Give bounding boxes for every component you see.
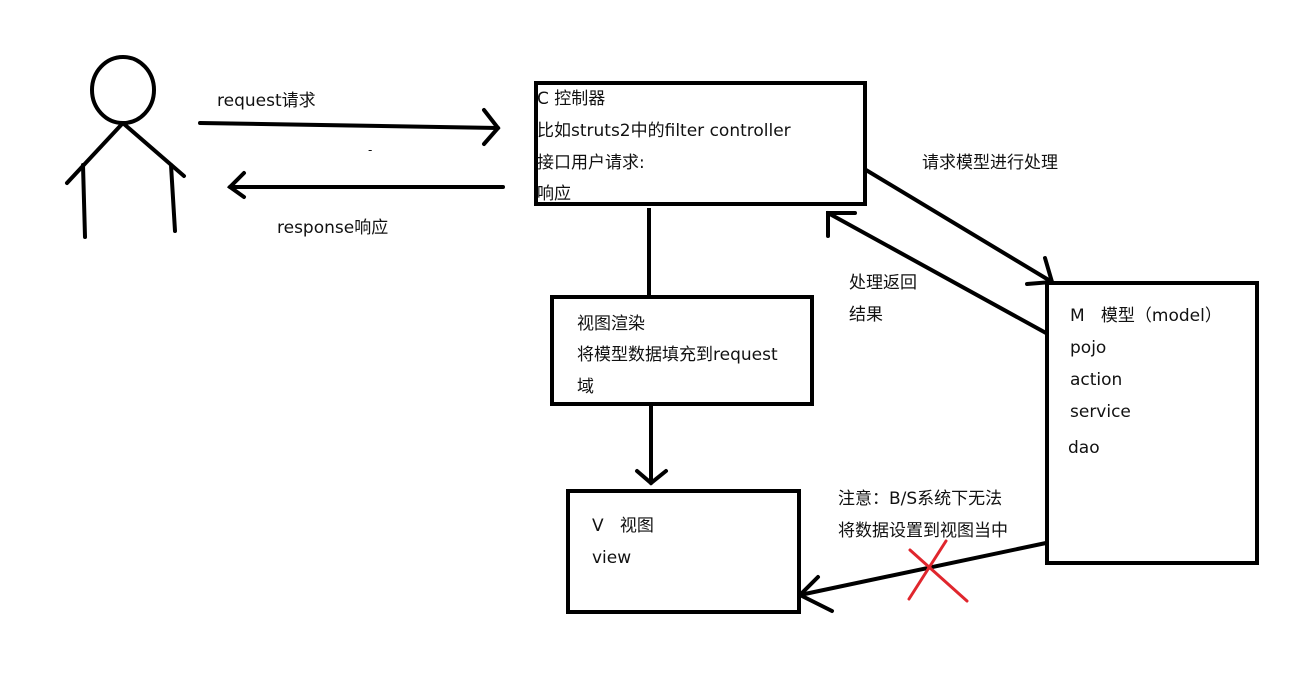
stray-dash-mark: -	[368, 143, 373, 157]
model-line-pojo: pojo	[1070, 338, 1107, 358]
model-line-action: action	[1070, 370, 1123, 390]
model-title: M 模型（model）	[1070, 306, 1222, 326]
controller-to-model-arrow	[864, 168, 1055, 286]
stick-figure-user-icon	[65, 55, 186, 239]
view-title: V 视图	[592, 516, 654, 536]
request-label: request请求	[217, 91, 316, 111]
controller-line-2: 比如struts2中的filter controller	[537, 121, 791, 141]
controller-title: C 控制器	[537, 89, 606, 109]
render-to-view-arrow	[635, 403, 668, 486]
return-label-line-2: 结果	[849, 305, 883, 325]
request-arrow	[198, 108, 501, 146]
response-arrow	[226, 171, 505, 199]
model-line-dao: dao	[1068, 438, 1100, 458]
forbidden-cross-icon	[907, 539, 969, 603]
to-model-label: 请求模型进行处理	[922, 153, 1058, 173]
view-box	[566, 489, 801, 614]
model-box	[1045, 281, 1259, 565]
render-line-2: 将模型数据填充到request	[577, 345, 778, 365]
render-box	[550, 295, 814, 406]
note-line-2: 将数据设置到视图当中	[838, 521, 1008, 541]
render-title: 视图渲染	[577, 314, 645, 334]
return-label-line-1: 处理返回	[849, 273, 917, 293]
view-line-2: view	[592, 548, 632, 568]
model-line-service: service	[1070, 402, 1131, 422]
controller-line-4: 响应	[537, 184, 571, 204]
note-line-1: 注意：B/S系统下无法	[838, 489, 1003, 509]
model-to-controller-arrow	[826, 211, 1048, 335]
controller-box	[534, 81, 867, 206]
response-label: response响应	[277, 218, 389, 238]
controller-line-3: 接口用户请求:	[537, 153, 645, 173]
render-line-3: 域	[577, 377, 594, 397]
